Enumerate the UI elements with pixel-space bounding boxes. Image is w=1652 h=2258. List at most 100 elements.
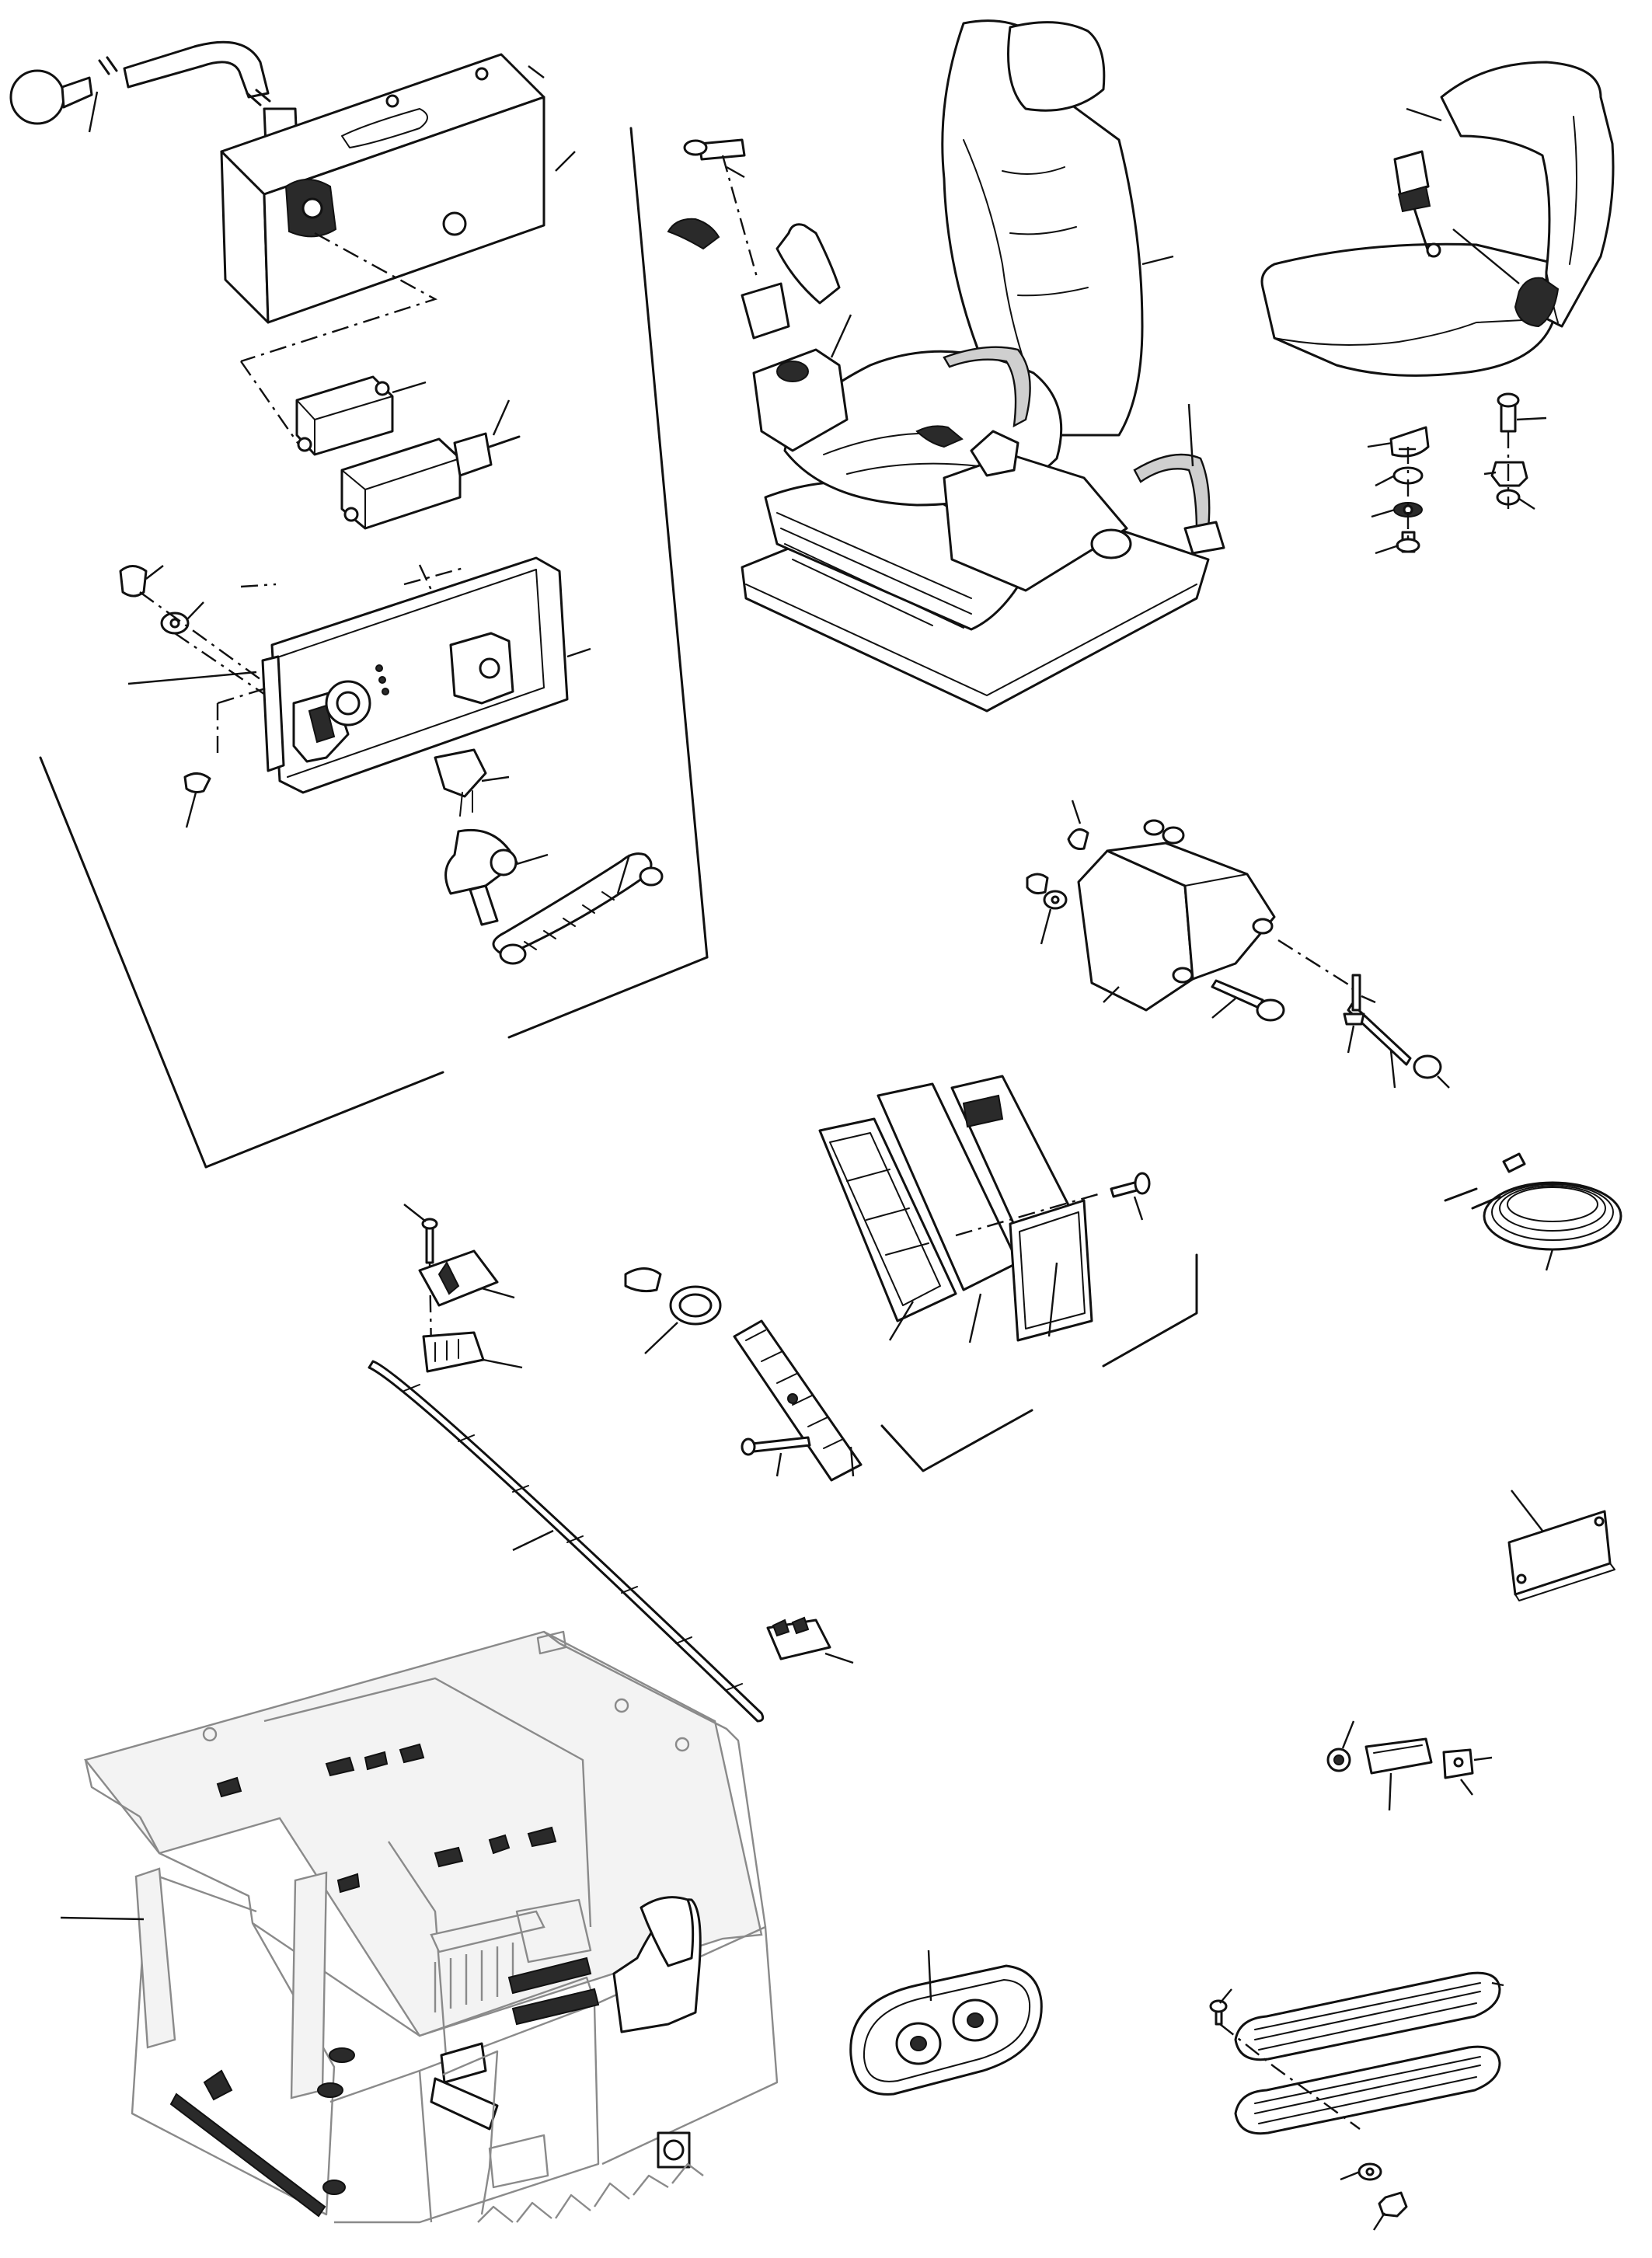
console-shell-seam	[1184, 873, 1248, 887]
seat-bolt-centerline	[721, 155, 759, 281]
cover-plate-hole-b	[1594, 1516, 1605, 1527]
leader-console-nut	[1071, 800, 1082, 824]
cab-slot-panel-lines	[434, 1943, 514, 2012]
cab-roof-vents-d	[434, 1826, 557, 1868]
leader-washer-upper	[186, 601, 204, 621]
leader-console-pin	[1211, 998, 1236, 1019]
leader-grille-screw	[775, 1452, 782, 1477]
filter-frame-front-grid	[829, 1132, 941, 1306]
boundary-line-bottom	[204, 1071, 444, 1169]
console-screw-hole-b	[1252, 918, 1274, 935]
seat-base-plate-lip	[745, 584, 1197, 696]
leader-long-grille	[849, 1446, 855, 1477]
lever-break-mark-left	[98, 56, 118, 75]
leader-cable	[1545, 1249, 1554, 1271]
lever-centerline	[240, 232, 438, 363]
leader-latch-striker	[1460, 1779, 1473, 1796]
cable-coil-ring-a	[1491, 1183, 1614, 1241]
leader-screw-lower	[185, 792, 197, 828]
cab-roof-seam-b	[388, 1841, 448, 2068]
seat-mount-bolt-b-head	[1497, 392, 1520, 408]
leader-seal-strip	[512, 1529, 554, 1552]
seat-mount-nut-b	[1490, 461, 1528, 487]
long-vent-grille-knob	[787, 1393, 798, 1404]
fan-control-panel	[849, 1950, 1043, 2096]
left-joystick-top	[667, 218, 720, 250]
micro-switch-upper-edges	[296, 395, 393, 455]
plate-guide-slot-inner	[308, 704, 336, 744]
latch-knob-center	[1333, 1754, 1344, 1765]
operator-seat-with-joysticks	[667, 19, 1225, 713]
cab-roof-right-edge	[543, 1631, 767, 1928]
lever-cam-hole	[490, 848, 518, 876]
console-pin-left-head	[1256, 998, 1285, 1022]
boundary-line-filter-a	[1102, 1253, 1198, 1368]
leader-latch-hole	[1473, 1756, 1493, 1761]
cover-plate	[1507, 1490, 1615, 1601]
leader-grille-upper	[1491, 1981, 1504, 1987]
cab-floor-edge	[329, 2003, 600, 2224]
switch-plunger-rod	[488, 435, 521, 448]
bracket-centerline	[216, 686, 269, 758]
seat-mount-bolt-a-head	[1396, 538, 1420, 553]
belt-anchor-left	[1426, 242, 1441, 258]
left-joystick-grip	[775, 223, 841, 305]
control-lever-assembly	[9, 40, 664, 965]
cab-roof-front-edge	[159, 1852, 596, 2037]
lever-housing-front	[263, 96, 545, 324]
console-washer-a	[1143, 819, 1165, 836]
cab-seal-strip-model	[169, 2092, 326, 2218]
filter-mesh-texture	[962, 1094, 1004, 1128]
air-vents-and-grille	[368, 1204, 863, 1723]
leader-switch-plunger	[492, 399, 511, 436]
filter-bolt-head	[1134, 1172, 1151, 1195]
leader-vent-bracket	[481, 1287, 515, 1299]
mounting-plate-inner-edge	[279, 569, 545, 778]
limit-switch	[434, 748, 487, 798]
vent-screw-head	[421, 1218, 438, 1230]
grille-screw-head	[741, 1437, 756, 1456]
console-washer-b	[1162, 826, 1185, 845]
console-washer-left-hole	[1051, 895, 1060, 904]
group-boundary-lines	[39, 127, 1198, 1472]
latch-set	[1326, 1720, 1493, 1811]
micro-switch-upper-pin	[375, 381, 390, 396]
cab-slot-panel	[430, 1910, 545, 1953]
leader-jump-backrest	[1406, 107, 1442, 122]
cab-hose-bundle-b	[511, 1988, 600, 2026]
cab-roof-lift-eye	[202, 1727, 218, 1742]
leader-switch-upper	[392, 381, 427, 394]
plate-dot-c	[382, 688, 389, 695]
cab-vent-round	[329, 2047, 355, 2063]
outlet-grille-upper-slats	[1254, 1982, 1481, 2051]
cab-step-frame	[442, 2050, 499, 2215]
cam-pin	[469, 884, 499, 926]
cable-connector	[1502, 1152, 1526, 1173]
micro-switch-upper	[295, 375, 394, 456]
leader-mount-g	[1518, 497, 1535, 510]
belt-retractor	[1514, 277, 1560, 328]
switch-plunger-body	[453, 432, 493, 477]
cab-vent-round-b	[317, 2082, 343, 2098]
console-pin-right-head	[1413, 1054, 1442, 1079]
long-vent-grille-slats	[745, 1329, 844, 1449]
left-armrest-console	[752, 348, 849, 452]
leader-vent-louver	[483, 1358, 523, 1369]
bellows-folds	[776, 512, 972, 629]
vent-bracket-tab	[437, 1261, 460, 1295]
backrest-stitching	[963, 139, 1089, 389]
cab-roof-bolt-b	[674, 1737, 690, 1752]
boundary-line-right	[629, 127, 709, 959]
console-clip	[1343, 1012, 1365, 1026]
leader-left-console	[830, 314, 852, 358]
lever-rod-stub	[61, 76, 93, 109]
cover-plate-edge	[1514, 1563, 1615, 1601]
filter-centerline	[955, 1191, 1104, 1237]
cab-filter-gasket-model	[430, 2077, 499, 2131]
leader-grille-bolt	[1219, 1988, 1232, 2004]
leader-console-pin-right	[1389, 1050, 1396, 1089]
left-joystick-boot	[741, 282, 790, 340]
leader-latch-body	[1388, 1772, 1392, 1811]
leader-seat-bolt	[726, 166, 745, 179]
cab-filter-model	[440, 2042, 487, 2084]
